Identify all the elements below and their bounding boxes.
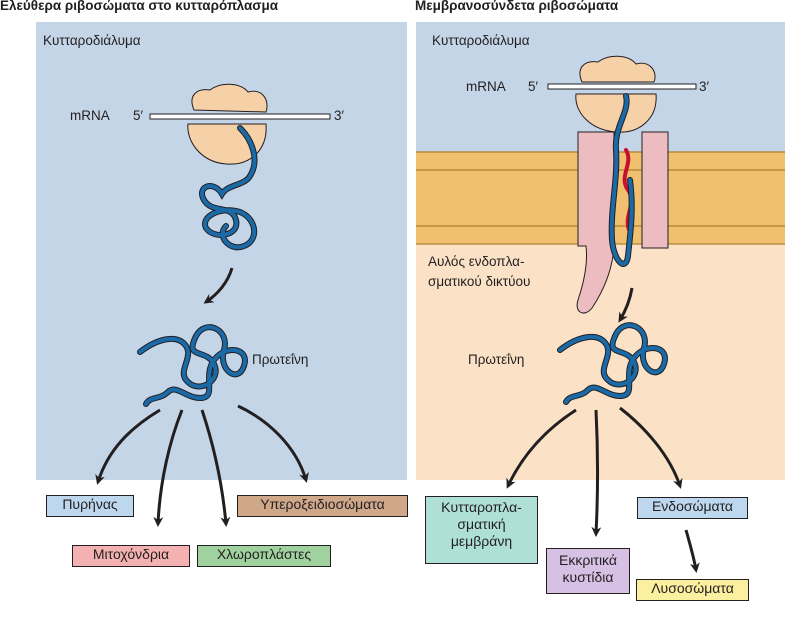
er-lumen-label: Αυλός ενδοπλα- σματικού δικτύου (428, 252, 530, 292)
left-mrna-label: mRNA (70, 108, 110, 123)
destination-peroxisomes: Υπεροξειδιοσώματα (237, 495, 408, 517)
plasma-membrane-line-2: σματική (457, 516, 506, 532)
left-nascent-protein (199, 125, 258, 251)
destination-mitochondria: Μιτοχόνδρια (72, 545, 190, 567)
right-nascent-protein (608, 93, 635, 267)
left-folded-protein (137, 324, 248, 407)
destination-secretory-vesicles: Εκκριτικά κυστίδια (546, 548, 630, 594)
translocon-right (641, 131, 669, 249)
destination-endosomes: Ενδοσώματα (637, 497, 748, 519)
arrow-to-plasma-membrane (506, 408, 577, 489)
left-cytosol-label: Κυτταροδιάλυμα (43, 33, 141, 48)
right-arrow-to-protein (618, 287, 634, 323)
er-lumen-label-line-1: Αυλός ενδοπλα- (428, 254, 525, 269)
destination-chloroplasts: Χλωροπλάστες (197, 545, 331, 567)
er-lumen-label-line-2: σματικού δικτύου (428, 274, 531, 289)
translocon-left (576, 131, 615, 314)
right-five-prime-label: 5′ (528, 79, 539, 94)
left-protein-label: Πρωτεΐνη (252, 352, 309, 367)
plasma-membrane-line-3: μεμβράνη (450, 533, 513, 549)
right-mrna-label: mRNA (466, 79, 506, 94)
right-mrna-strand (547, 83, 697, 90)
secretory-vesicles-line-2: κυστίδια (562, 569, 614, 585)
arrow-to-secretory-vesicles (591, 409, 602, 537)
arrow-to-peroxisomes (237, 404, 309, 483)
plasma-membrane-line-1: Κυτταροπλα- (441, 499, 522, 515)
left-arrow-to-protein (203, 267, 234, 304)
left-mrna-strand (149, 113, 331, 120)
arrow-to-nucleus (95, 408, 161, 485)
right-three-prime-label: 3′ (699, 79, 710, 94)
destination-nucleus: Πυρήνας (46, 495, 134, 517)
left-three-prime-label: 3′ (334, 108, 345, 123)
destination-lysosomes: Λυσοσώματα (636, 579, 749, 601)
right-ribosome (575, 55, 657, 133)
right-protein-label: Πρωτεΐνη (468, 352, 525, 367)
right-panel-title: Μεμβρανοσύνδετα ριβοσώματα (415, 0, 619, 13)
right-folded-protein (557, 322, 668, 405)
signal-sequence (622, 148, 634, 234)
destination-plasma-membrane: Κυτταροπλα- σματική μεμβράνη (425, 496, 538, 564)
secretory-vesicles-line-1: Εκκριτικά (559, 552, 617, 568)
left-panel-title: Ελεύθερα ριβοσώματα στο κυτταρόπλασμα (0, 0, 279, 13)
arrow-to-lysosomes (684, 529, 700, 573)
arrow-to-endosomes (619, 406, 683, 489)
left-five-prime-label: 5′ (133, 108, 144, 123)
arrow-to-mitochondria (153, 409, 184, 527)
arrow-to-chloroplasts (200, 409, 231, 527)
right-cytosol-label: Κυτταροδιάλυμα (432, 33, 530, 48)
